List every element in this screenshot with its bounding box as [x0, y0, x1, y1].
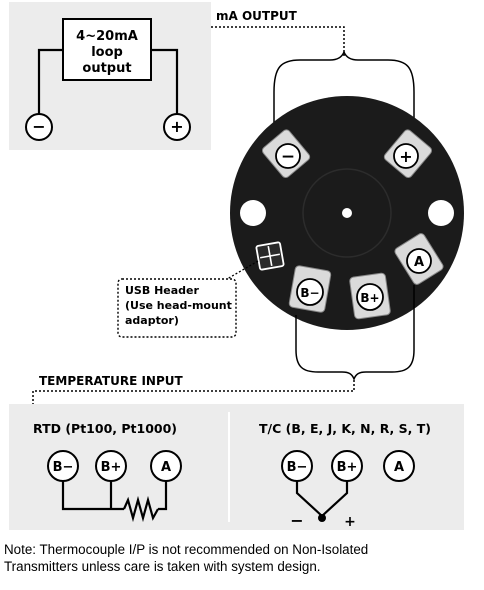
rtd-wire-left	[61, 481, 124, 511]
note-line-2: Transmitters unless care is taken with s…	[4, 559, 321, 574]
tc-section: T/C (B, E, J, K, N, R, S, T) − + B− B+ A	[259, 421, 431, 530]
tc-positive-symbol: +	[344, 514, 356, 530]
terminal-a-label: A	[414, 255, 424, 270]
terminal-positive-symbol: +	[399, 147, 412, 166]
temperature-input-leader	[32, 380, 355, 404]
loop-positive-terminal: +	[163, 113, 191, 141]
usb-callout-leader	[221, 260, 259, 283]
loop-negative-terminal: −	[25, 113, 53, 141]
ma-output-label: mA OUTPUT	[216, 9, 298, 23]
terminal-output-negative: −	[261, 129, 311, 179]
rtd-title: RTD (Pt100, Pt1000)	[33, 421, 177, 436]
ma-output-leader	[211, 26, 345, 56]
terminal-negative-symbol: −	[281, 147, 295, 167]
output-brace	[273, 49, 415, 93]
terminal-b-positive-label: B+	[360, 291, 379, 305]
loop-box-line-3: output	[82, 61, 131, 76]
terminal-output-positive: +	[383, 129, 433, 179]
tc-terminal-b-negative: B−	[281, 450, 313, 482]
rtd-terminal-b-negative-label: B−	[53, 460, 74, 475]
tc-terminal-b-positive: B+	[331, 450, 363, 482]
loop-positive-symbol: +	[170, 117, 183, 136]
usb-header	[255, 241, 285, 271]
rtd-terminal-a: A	[150, 450, 182, 482]
tc-wire-positive	[321, 481, 349, 517]
usb-callout-line-1: USB Header	[125, 284, 199, 297]
tc-terminal-a: A	[383, 450, 415, 482]
tc-terminal-a-label: A	[394, 460, 404, 475]
tc-junction	[318, 514, 326, 522]
rtd-wire-right	[158, 481, 168, 511]
tc-terminal-b-negative-label: B−	[287, 460, 308, 475]
rtd-terminal-b-negative: B−	[47, 450, 79, 482]
tc-wire-negative	[295, 481, 323, 517]
tc-negative-symbol: −	[290, 511, 303, 530]
rtd-terminal-b-positive-label: B+	[101, 460, 122, 475]
usb-callout: USB Header (Use head-mount adaptor)	[117, 260, 259, 338]
note-text: Note: Thermocouple I/P is not recommende…	[4, 541, 482, 575]
note-line-1: Note: Thermocouple I/P is not recommende…	[4, 542, 369, 557]
terminal-b-negative-label: B−	[300, 286, 319, 300]
terminal-b-positive: B+	[349, 272, 391, 320]
temperature-input-label: TEMPERATURE INPUT	[39, 374, 184, 388]
terminal-a: A	[394, 233, 444, 285]
input-brace	[295, 349, 415, 382]
rtd-terminal-b-positive: B+	[95, 450, 127, 482]
rtd-terminal-a-label: A	[161, 460, 171, 475]
tc-title: T/C (B, E, J, K, N, R, S, T)	[259, 421, 431, 436]
tc-terminal-b-positive-label: B+	[337, 460, 358, 475]
loop-box-line-2: loop	[91, 45, 123, 60]
transmitter-body: − + A B− B+	[230, 96, 464, 330]
loop-negative-symbol: −	[32, 117, 45, 136]
loop-wire-negative	[37, 48, 63, 114]
loop-wire-positive	[151, 48, 179, 114]
loop-output-box: 4~20mA loop output	[62, 18, 152, 81]
terminal-b-negative: B−	[288, 265, 332, 313]
rtd-resistor	[122, 495, 159, 523]
loop-box-line-1: 4~20mA	[76, 29, 138, 44]
mounting-hole-right	[428, 200, 454, 226]
usb-callout-line-3: adaptor)	[125, 314, 179, 327]
usb-callout-line-2: (Use head-mount	[125, 299, 232, 312]
center-hole	[342, 208, 352, 218]
mounting-hole-left	[240, 200, 266, 226]
rtd-section: RTD (Pt100, Pt1000) B− B+ A	[33, 421, 182, 523]
